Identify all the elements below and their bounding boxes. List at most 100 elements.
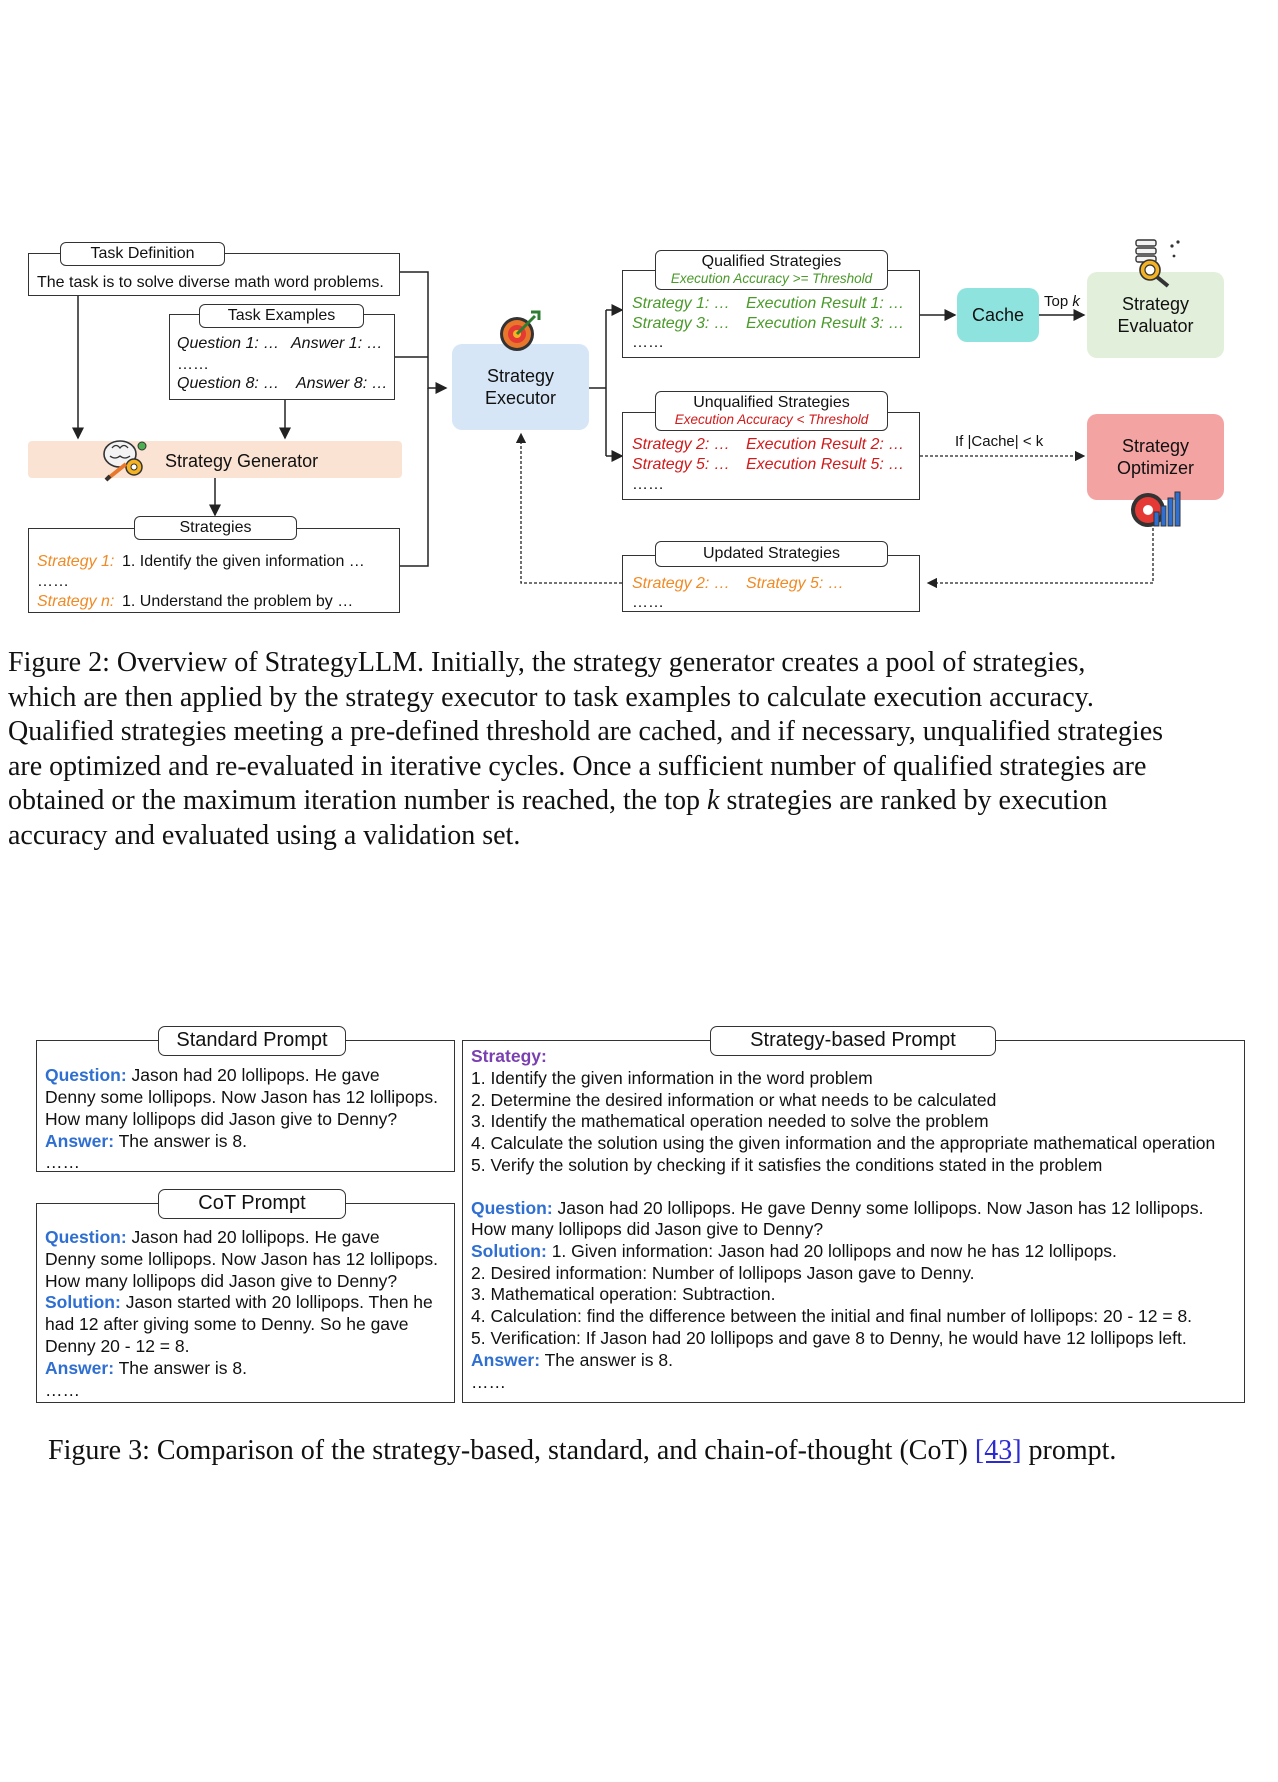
qualified-strategies-title: Qualified Strategies <box>701 253 842 270</box>
sb-answer-text: The answer is 8. <box>544 1350 673 1370</box>
standard-answer-label: Answer: <box>45 1131 115 1151</box>
strategy-evaluator-line1: Strategy <box>1121 294 1190 314</box>
qualified-result-3: Execution Result 3: … <box>746 315 905 332</box>
unqualified-strategy-2: Strategy 2: … <box>632 436 730 453</box>
unqualified-strategy-5: Strategy 5: … <box>632 456 730 473</box>
qualified-strategy-3: Strategy 3: … <box>632 315 730 332</box>
strategy-step-2: 2. Determine the desired information or … <box>471 1090 997 1110</box>
cot-answer-text: The answer is 8. <box>118 1358 247 1378</box>
sb-dots: …… <box>471 1372 506 1392</box>
answer-1: Answer 1: … <box>291 335 383 352</box>
strategy-generator-label: Strategy Generator <box>165 451 319 471</box>
sb-answer: Answer: The answer is 8. <box>471 1350 673 1372</box>
standard-answer-text: The answer is 8. <box>118 1131 247 1151</box>
standard-question-label: Question: <box>45 1065 127 1085</box>
question-8: Question 8: … <box>177 375 280 392</box>
if-cache-condition: If |Cache| < k <box>955 433 1044 450</box>
qualified-strategies-subtitle: Execution Accuracy >= Threshold <box>670 271 873 286</box>
cot-question: Question: Jason had 20 lollipops. He gav… <box>45 1227 380 1249</box>
qualified-strategy-1: Strategy 1: … <box>632 295 730 312</box>
strategy-generator-node <box>28 441 402 478</box>
target-gear-icon <box>495 308 543 356</box>
caption-line-5-b: strategies are ranked by execution <box>719 785 1108 816</box>
caption-k: k <box>707 785 720 816</box>
unqualified-strategies-subtitle: Execution Accuracy < Threshold <box>674 412 869 427</box>
task-definition-text: The task is to solve diverse math word p… <box>37 274 384 291</box>
question-1: Question 1: … <box>177 335 280 352</box>
unqualified-strategies-title: Unqualified Strategies <box>693 394 850 411</box>
cot-solution-line-3: Denny 20 - 12 = 8. <box>45 1336 190 1356</box>
sb-solution-label: Solution: <box>471 1241 547 1261</box>
task-examples-dots: …… <box>177 356 209 373</box>
strategy-based-prompt-box <box>462 1040 1245 1403</box>
sb-solution-line-1: 1. Given information: Jason had 20 lolli… <box>551 1241 1117 1261</box>
standard-question-line-2: Denny some lollipops. Now Jason has 12 l… <box>45 1087 438 1107</box>
cot-answer-label: Answer: <box>45 1358 115 1378</box>
cot-answer: Answer: The answer is 8. <box>45 1358 247 1380</box>
caption-line-2: which are then applied by the strategy e… <box>8 681 1094 713</box>
strategy-1-text: 1. Identify the given information … <box>122 553 365 570</box>
cot-prompt-box <box>36 1203 455 1403</box>
standard-answer: Answer: The answer is 8. <box>45 1131 247 1153</box>
brain-gear-icon <box>98 434 152 484</box>
cot-solution-label: Solution: <box>45 1292 121 1312</box>
top-k-var: k <box>1072 293 1080 310</box>
strategy-step-3: 3. Identify the mathematical operation n… <box>471 1111 989 1131</box>
strategy-optimizer-line1: Strategy <box>1121 436 1190 456</box>
task-examples-box <box>169 314 395 400</box>
qualified-result-1: Execution Result 1: … <box>746 295 905 312</box>
strategies-dots: …… <box>37 573 69 590</box>
strategy-executor-line2: Executor <box>484 388 557 408</box>
strategy-step-1: 1. Identify the given information in the… <box>471 1068 873 1088</box>
sb-question: Question: Jason had 20 lollipops. He gav… <box>471 1198 1203 1220</box>
standard-question-line-1: Jason had 20 lollipops. He gave <box>131 1065 380 1085</box>
caption-line-1: Figure 2: Overview of StrategyLLM. Initi… <box>8 647 1086 678</box>
unqualified-result-2: Execution Result 2: … <box>746 436 905 453</box>
unqualified-result-5: Execution Result 5: … <box>746 456 905 473</box>
updated-strategy-5: Strategy 5: … <box>746 575 844 592</box>
top-k-prefix: Top <box>1044 293 1069 310</box>
top-k-label: Top k <box>1044 292 1080 312</box>
cot-prompt-tab: CoT Prompt <box>158 1189 346 1219</box>
strategy-step-4: 4. Calculate the solution using the give… <box>471 1133 1216 1153</box>
sb-solution: Solution: 1. Given information: Jason ha… <box>471 1241 1117 1263</box>
figure-3-caption-before: Figure 3: Comparison of the strategy-bas… <box>48 1435 975 1466</box>
cot-question-label: Question: <box>45 1227 127 1247</box>
sb-solution-line-3: 3. Mathematical operation: Subtraction. <box>471 1284 776 1304</box>
cot-question-line-3: How many lollipops did Jason give to Den… <box>45 1271 398 1291</box>
sb-answer-label: Answer: <box>471 1350 541 1370</box>
strategy-1-label: Strategy 1: <box>37 553 115 570</box>
standard-prompt-tab: Standard Prompt <box>158 1026 346 1056</box>
standard-prompt-box <box>36 1040 455 1172</box>
strategy-n-label: Strategy n: <box>37 593 115 610</box>
updated-dots: …… <box>632 594 664 611</box>
strategy-n-text: 1. Understand the problem by … <box>122 593 354 610</box>
figure-2-connectors <box>72 271 1154 589</box>
strategies-tab: Strategies <box>134 516 297 540</box>
sb-solution-line-5: 5. Verification: If Jason had 20 lollipo… <box>471 1328 1187 1348</box>
cot-solution-line-1: Jason started with 20 lollipops. Then he <box>125 1292 433 1312</box>
standard-dots: …… <box>45 1152 80 1172</box>
updated-strategy-2: Strategy 2: … <box>632 575 730 592</box>
task-examples-tab: Task Examples <box>199 304 364 328</box>
unqualified-dots: …… <box>632 476 664 493</box>
caption-line-6: accuracy and evaluated using a validatio… <box>8 819 521 851</box>
strategy-optimizer-line2: Optimizer <box>1116 458 1194 478</box>
caption-line-3: Qualified strategies meeting a pre-defin… <box>8 716 1164 747</box>
sb-question-line-2: How many lollipops did Jason give to Den… <box>471 1219 824 1239</box>
strategy-label: Strategy: <box>471 1046 547 1066</box>
strategy-executor-node: Strategy Executor <box>452 344 589 430</box>
cot-question-line-2: Denny some lollipops. Now Jason has 12 l… <box>45 1249 438 1269</box>
answer-8: Answer 8: … <box>296 375 388 392</box>
cot-question-line-1: Jason had 20 lollipops. He gave <box>131 1227 380 1247</box>
figure-3-caption-after: prompt. <box>1021 1435 1117 1466</box>
qualified-dots: …… <box>632 334 664 351</box>
sb-solution-line-4: 4. Calculation: find the difference betw… <box>471 1306 1193 1326</box>
updated-strategies-tab: Updated Strategies <box>655 541 888 567</box>
gear-chart-icon <box>1128 488 1182 532</box>
standard-question: Question: Jason had 20 lollipops. He gav… <box>45 1065 380 1087</box>
citation-43-link[interactable]: [43] <box>974 1435 1022 1466</box>
caption-line-4: are optimized and re-evaluated in iterat… <box>8 750 1147 782</box>
standard-question-line-3: How many lollipops did Jason give to Den… <box>45 1109 398 1129</box>
task-definition-tab: Task Definition <box>60 242 225 266</box>
